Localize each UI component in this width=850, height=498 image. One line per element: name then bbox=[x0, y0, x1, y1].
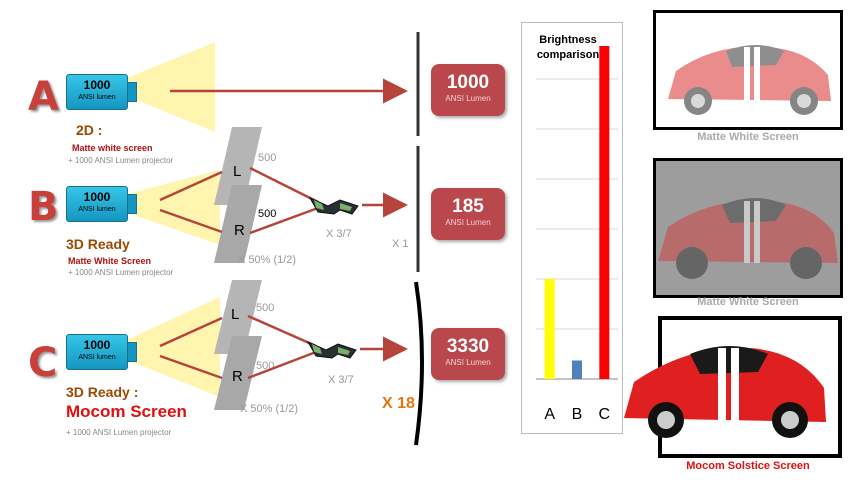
row-b-lens bbox=[127, 194, 137, 214]
row-a-line1: Matte white screen bbox=[72, 143, 153, 153]
row-a-light-beam bbox=[122, 42, 215, 132]
projector-unit: ANSI lumen bbox=[78, 354, 116, 361]
chart-title: Brightness comparison bbox=[536, 34, 600, 61]
row-c-line1: Mocom Screen bbox=[66, 402, 187, 421]
car-image-top bbox=[656, 13, 840, 127]
projector-value: 1000 bbox=[83, 78, 111, 92]
row-b-projector: 1000 ANSI lumen bbox=[66, 186, 128, 222]
result-value: 3330 bbox=[446, 336, 490, 357]
row-c-num-top: 500 bbox=[256, 302, 275, 314]
row-c-screen-l: L bbox=[231, 306, 240, 323]
result-value: 185 bbox=[452, 196, 484, 217]
row-a-line2: + 1000 ANSI Lumen projector bbox=[68, 156, 174, 165]
result-unit: ANSI Lumen bbox=[445, 218, 491, 227]
caption-bottom: Mocom Solstice Screen bbox=[686, 460, 810, 472]
chart-tick-label: C bbox=[599, 406, 611, 423]
row-b-num-bottom: 500 bbox=[258, 208, 277, 220]
car-photo-top bbox=[653, 10, 843, 130]
row-c-lens bbox=[127, 342, 137, 362]
row-b-screen-r: R bbox=[234, 222, 245, 239]
row-c-screen-r: R bbox=[232, 368, 243, 385]
row-b-line1: Matte White Screen bbox=[68, 256, 152, 266]
bracket-lines bbox=[414, 32, 424, 446]
row-c-letter: C bbox=[28, 340, 58, 386]
row-c-glasses-factor: X 3/7 bbox=[328, 374, 354, 386]
row-a-lens bbox=[127, 82, 137, 102]
row-b-letter: B bbox=[28, 184, 59, 230]
projector-value: 1000 bbox=[83, 338, 111, 352]
result-unit: ANSI Lumen bbox=[445, 94, 491, 103]
caption-middle: Matte White Screen bbox=[697, 296, 799, 308]
row-a-title: 2D : bbox=[76, 122, 103, 138]
row-b-screen-l: L bbox=[233, 163, 242, 180]
row-b-screen-factor: X 50% (1/2) bbox=[238, 254, 297, 266]
row-b-multiplier: X 1 bbox=[392, 238, 409, 250]
beam-lines-c bbox=[159, 314, 408, 380]
row-b-screens bbox=[214, 127, 262, 263]
row-c-projector: 1000 ANSI lumen bbox=[66, 334, 128, 370]
projector-unit: ANSI lumen bbox=[78, 206, 116, 213]
result-unit: ANSI Lumen bbox=[445, 358, 491, 367]
car-image-middle bbox=[658, 198, 838, 279]
row-c-light-beam bbox=[122, 297, 220, 397]
caption-top: Matte White Screen bbox=[697, 131, 799, 143]
chart-bar-c bbox=[599, 46, 610, 379]
result-box-a: 1000 ANSI Lumen bbox=[431, 64, 505, 116]
row-b-light-beam bbox=[122, 170, 220, 245]
chart-tick-label: B bbox=[572, 406, 583, 423]
row-b-glasses-factor: X 3/7 bbox=[326, 228, 352, 240]
car-photo-middle bbox=[653, 158, 843, 298]
row-b-title: 3D Ready bbox=[66, 236, 130, 252]
projector-value: 1000 bbox=[83, 190, 111, 204]
row-a-letter: A bbox=[28, 74, 59, 120]
glasses-c-icon bbox=[306, 340, 357, 359]
row-c-screen-factor: X 50% (1/2) bbox=[240, 403, 299, 415]
row-c-line2: + 1000 ANSI Lumen projector bbox=[66, 428, 172, 437]
projector-unit: ANSI lumen bbox=[78, 94, 116, 101]
beam-lines-b bbox=[159, 166, 408, 235]
car-bottom-icon bbox=[624, 346, 826, 438]
glasses-b-icon bbox=[308, 196, 359, 215]
chart-tick-label: A bbox=[544, 406, 555, 423]
result-box-c: 3330 ANSI Lumen bbox=[431, 328, 505, 380]
row-a-projector: 1000 ANSI lumen bbox=[66, 74, 128, 110]
row-c-multiplier: X 18 bbox=[382, 395, 415, 412]
chart-bar-a bbox=[544, 279, 555, 379]
row-b-num-top: 500 bbox=[258, 152, 277, 164]
row-c-screens bbox=[214, 280, 262, 410]
result-value: 1000 bbox=[446, 72, 490, 93]
row-c-title: 3D Ready : bbox=[66, 384, 139, 400]
result-box-b: 185 ANSI Lumen bbox=[431, 188, 505, 240]
row-b-line2: + 1000 ANSI Lumen projector bbox=[68, 268, 174, 277]
chart-bar-b bbox=[572, 360, 582, 379]
